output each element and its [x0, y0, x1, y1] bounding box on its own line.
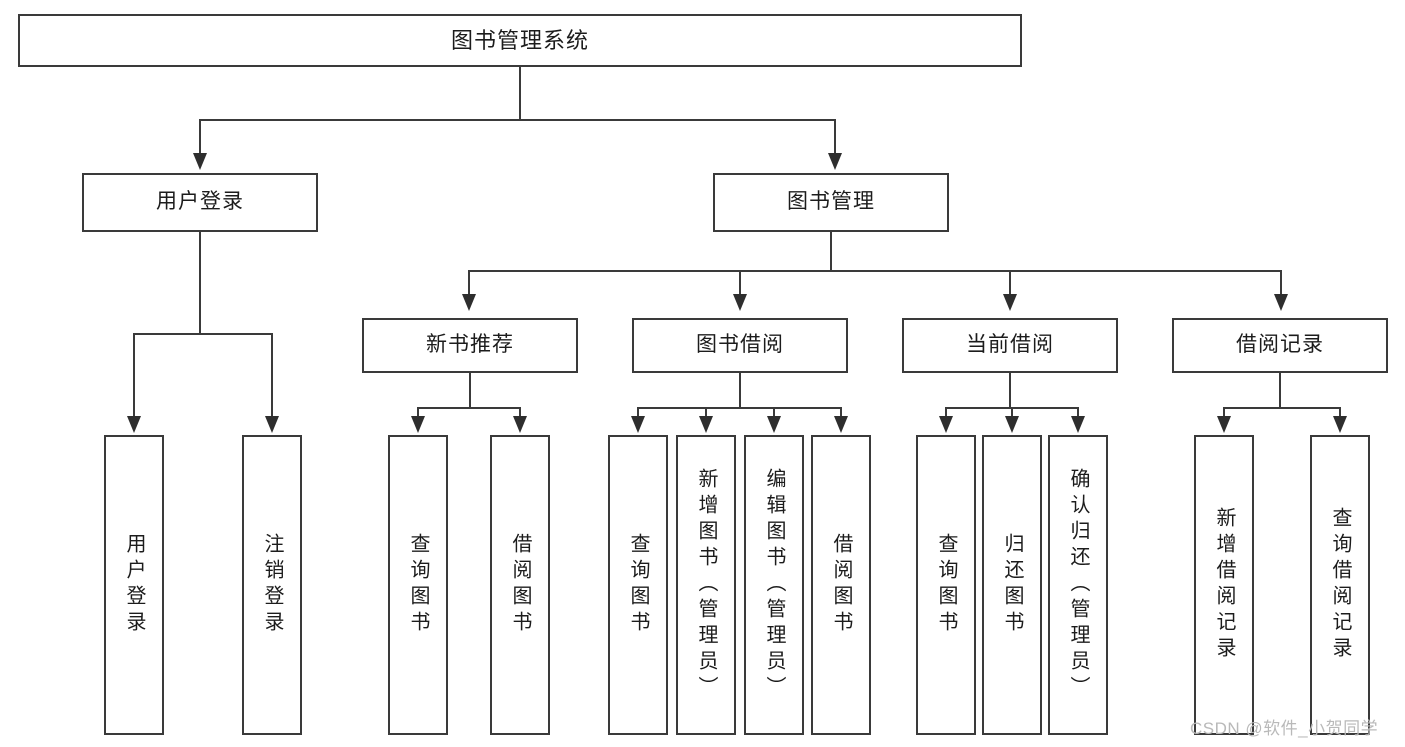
connector-bb-to-leaf-2: [705, 407, 707, 418]
connector-user-login-stem: [199, 232, 201, 333]
node-leaf-borrow-book-1[interactable]: 借阅图书: [490, 435, 550, 735]
csdn-watermark: CSDN @软件_小贺同学: [1190, 719, 1379, 738]
connector-bb-rail: [637, 407, 841, 409]
arrowhead-cb-to-leaf-1: [939, 416, 953, 433]
arrowhead-br-to-leaf-1: [1217, 416, 1231, 433]
node-label: 查询借阅记录: [1329, 507, 1351, 663]
node-leaf-edit-book[interactable]: 编辑图书（管理员）: [744, 435, 804, 735]
connector-br-rail: [1223, 407, 1341, 409]
connector-book-management-rail: [468, 270, 1282, 272]
node-label: 用户登录: [156, 190, 244, 214]
node-label: 新增图书（管理员）: [695, 468, 717, 702]
connector-root-to-user-login: [199, 119, 201, 155]
node-label: 借阅图书: [830, 533, 852, 637]
node-label: 新增借阅记录: [1213, 507, 1235, 663]
node-leaf-query-record[interactable]: 查询借阅记录: [1310, 435, 1370, 735]
connector-cb-to-leaf-2: [1011, 407, 1013, 418]
connector-user-login-to-leaf-2: [271, 333, 273, 418]
arrowhead-cb-to-leaf-2: [1005, 416, 1019, 433]
arrowhead-nbr-to-leaf-2: [513, 416, 527, 433]
node-leaf-query-book-1[interactable]: 查询图书: [388, 435, 448, 735]
connector-br-to-leaf-2: [1339, 407, 1341, 418]
node-label: 注销登录: [261, 533, 283, 637]
connector-nbr-stem: [469, 373, 471, 407]
arrowhead-root-to-book-management: [828, 153, 842, 170]
node-user-login[interactable]: 用户登录: [82, 173, 318, 232]
node-label: 归还图书: [1001, 533, 1023, 637]
arrowhead-bm-to-l3-3: [1003, 294, 1017, 311]
arrowhead-bb-to-leaf-3: [767, 416, 781, 433]
node-label: 图书借阅: [696, 333, 784, 357]
connector-user-login-to-leaf-1: [133, 333, 135, 418]
node-label: 图书管理系统: [450, 27, 589, 53]
connector-cb-to-leaf-1: [945, 407, 947, 418]
node-label: 借阅图书: [509, 533, 531, 637]
arrowhead-bm-to-l3-4: [1274, 294, 1288, 311]
node-label: 新书推荐: [426, 333, 514, 357]
node-label: 当前借阅: [966, 333, 1054, 357]
node-root-system[interactable]: 图书管理系统: [18, 14, 1022, 67]
arrowhead-nbr-to-leaf-1: [411, 416, 425, 433]
connector-bb-to-leaf-4: [840, 407, 842, 418]
connector-nbr-to-leaf-1: [417, 407, 419, 418]
node-leaf-add-record[interactable]: 新增借阅记录: [1194, 435, 1254, 735]
connector-br-stem: [1279, 373, 1281, 407]
connector-bm-to-l3-1: [468, 270, 470, 296]
node-label: 查询图书: [627, 533, 649, 637]
arrowhead-root-to-user-login: [193, 153, 207, 170]
connector-br-to-leaf-1: [1223, 407, 1225, 418]
connector-bm-to-l3-4: [1280, 270, 1282, 296]
node-leaf-user-logout[interactable]: 注销登录: [242, 435, 302, 735]
connector-nbr-to-leaf-2: [519, 407, 521, 418]
arrowhead-bm-to-l3-2: [733, 294, 747, 311]
node-leaf-query-book-3[interactable]: 查询图书: [916, 435, 976, 735]
node-label: 查询图书: [935, 533, 957, 637]
node-new-book-recommend[interactable]: 新书推荐: [362, 318, 578, 373]
node-borrow-record[interactable]: 借阅记录: [1172, 318, 1388, 373]
node-leaf-add-book[interactable]: 新增图书（管理员）: [676, 435, 736, 735]
connector-root-to-book-management: [834, 119, 836, 155]
node-leaf-borrow-book-2[interactable]: 借阅图书: [811, 435, 871, 735]
node-label: 借阅记录: [1236, 333, 1324, 357]
arrowhead-bm-to-l3-1: [462, 294, 476, 311]
connector-bm-to-l3-2: [739, 270, 741, 296]
connector-root-rail: [199, 119, 835, 121]
arrowhead-cb-to-leaf-3: [1071, 416, 1085, 433]
connector-bm-to-l3-3: [1009, 270, 1011, 296]
arrowhead-bb-to-leaf-1: [631, 416, 645, 433]
node-leaf-query-book-2[interactable]: 查询图书: [608, 435, 668, 735]
node-leaf-confirm-return[interactable]: 确认归还（管理员）: [1048, 435, 1108, 735]
node-label: 图书管理: [787, 190, 875, 214]
arrowhead-bb-to-leaf-4: [834, 416, 848, 433]
connector-cb-stem: [1009, 373, 1011, 407]
connector-book-management-stem: [830, 232, 832, 270]
node-label: 确认归还（管理员）: [1067, 468, 1089, 702]
node-book-management[interactable]: 图书管理: [713, 173, 949, 232]
node-label: 用户登录: [123, 533, 145, 637]
connector-bb-to-leaf-3: [773, 407, 775, 418]
connector-bb-to-leaf-1: [637, 407, 639, 418]
connector-root-stem: [519, 67, 521, 119]
node-leaf-return-book[interactable]: 归还图书: [982, 435, 1042, 735]
connector-bb-stem: [739, 373, 741, 407]
node-current-borrow[interactable]: 当前借阅: [902, 318, 1118, 373]
node-label: 查询图书: [407, 533, 429, 637]
connector-cb-to-leaf-3: [1077, 407, 1079, 418]
arrowhead-br-to-leaf-2: [1333, 416, 1347, 433]
connector-nbr-rail: [417, 407, 521, 409]
node-leaf-user-login[interactable]: 用户登录: [104, 435, 164, 735]
arrowhead-bb-to-leaf-2: [699, 416, 713, 433]
connector-user-login-rail: [133, 333, 272, 335]
node-label: 编辑图书（管理员）: [763, 468, 785, 702]
arrowhead-user-login-to-leaf-2: [265, 416, 279, 433]
arrowhead-user-login-to-leaf-1: [127, 416, 141, 433]
node-book-borrow[interactable]: 图书借阅: [632, 318, 848, 373]
